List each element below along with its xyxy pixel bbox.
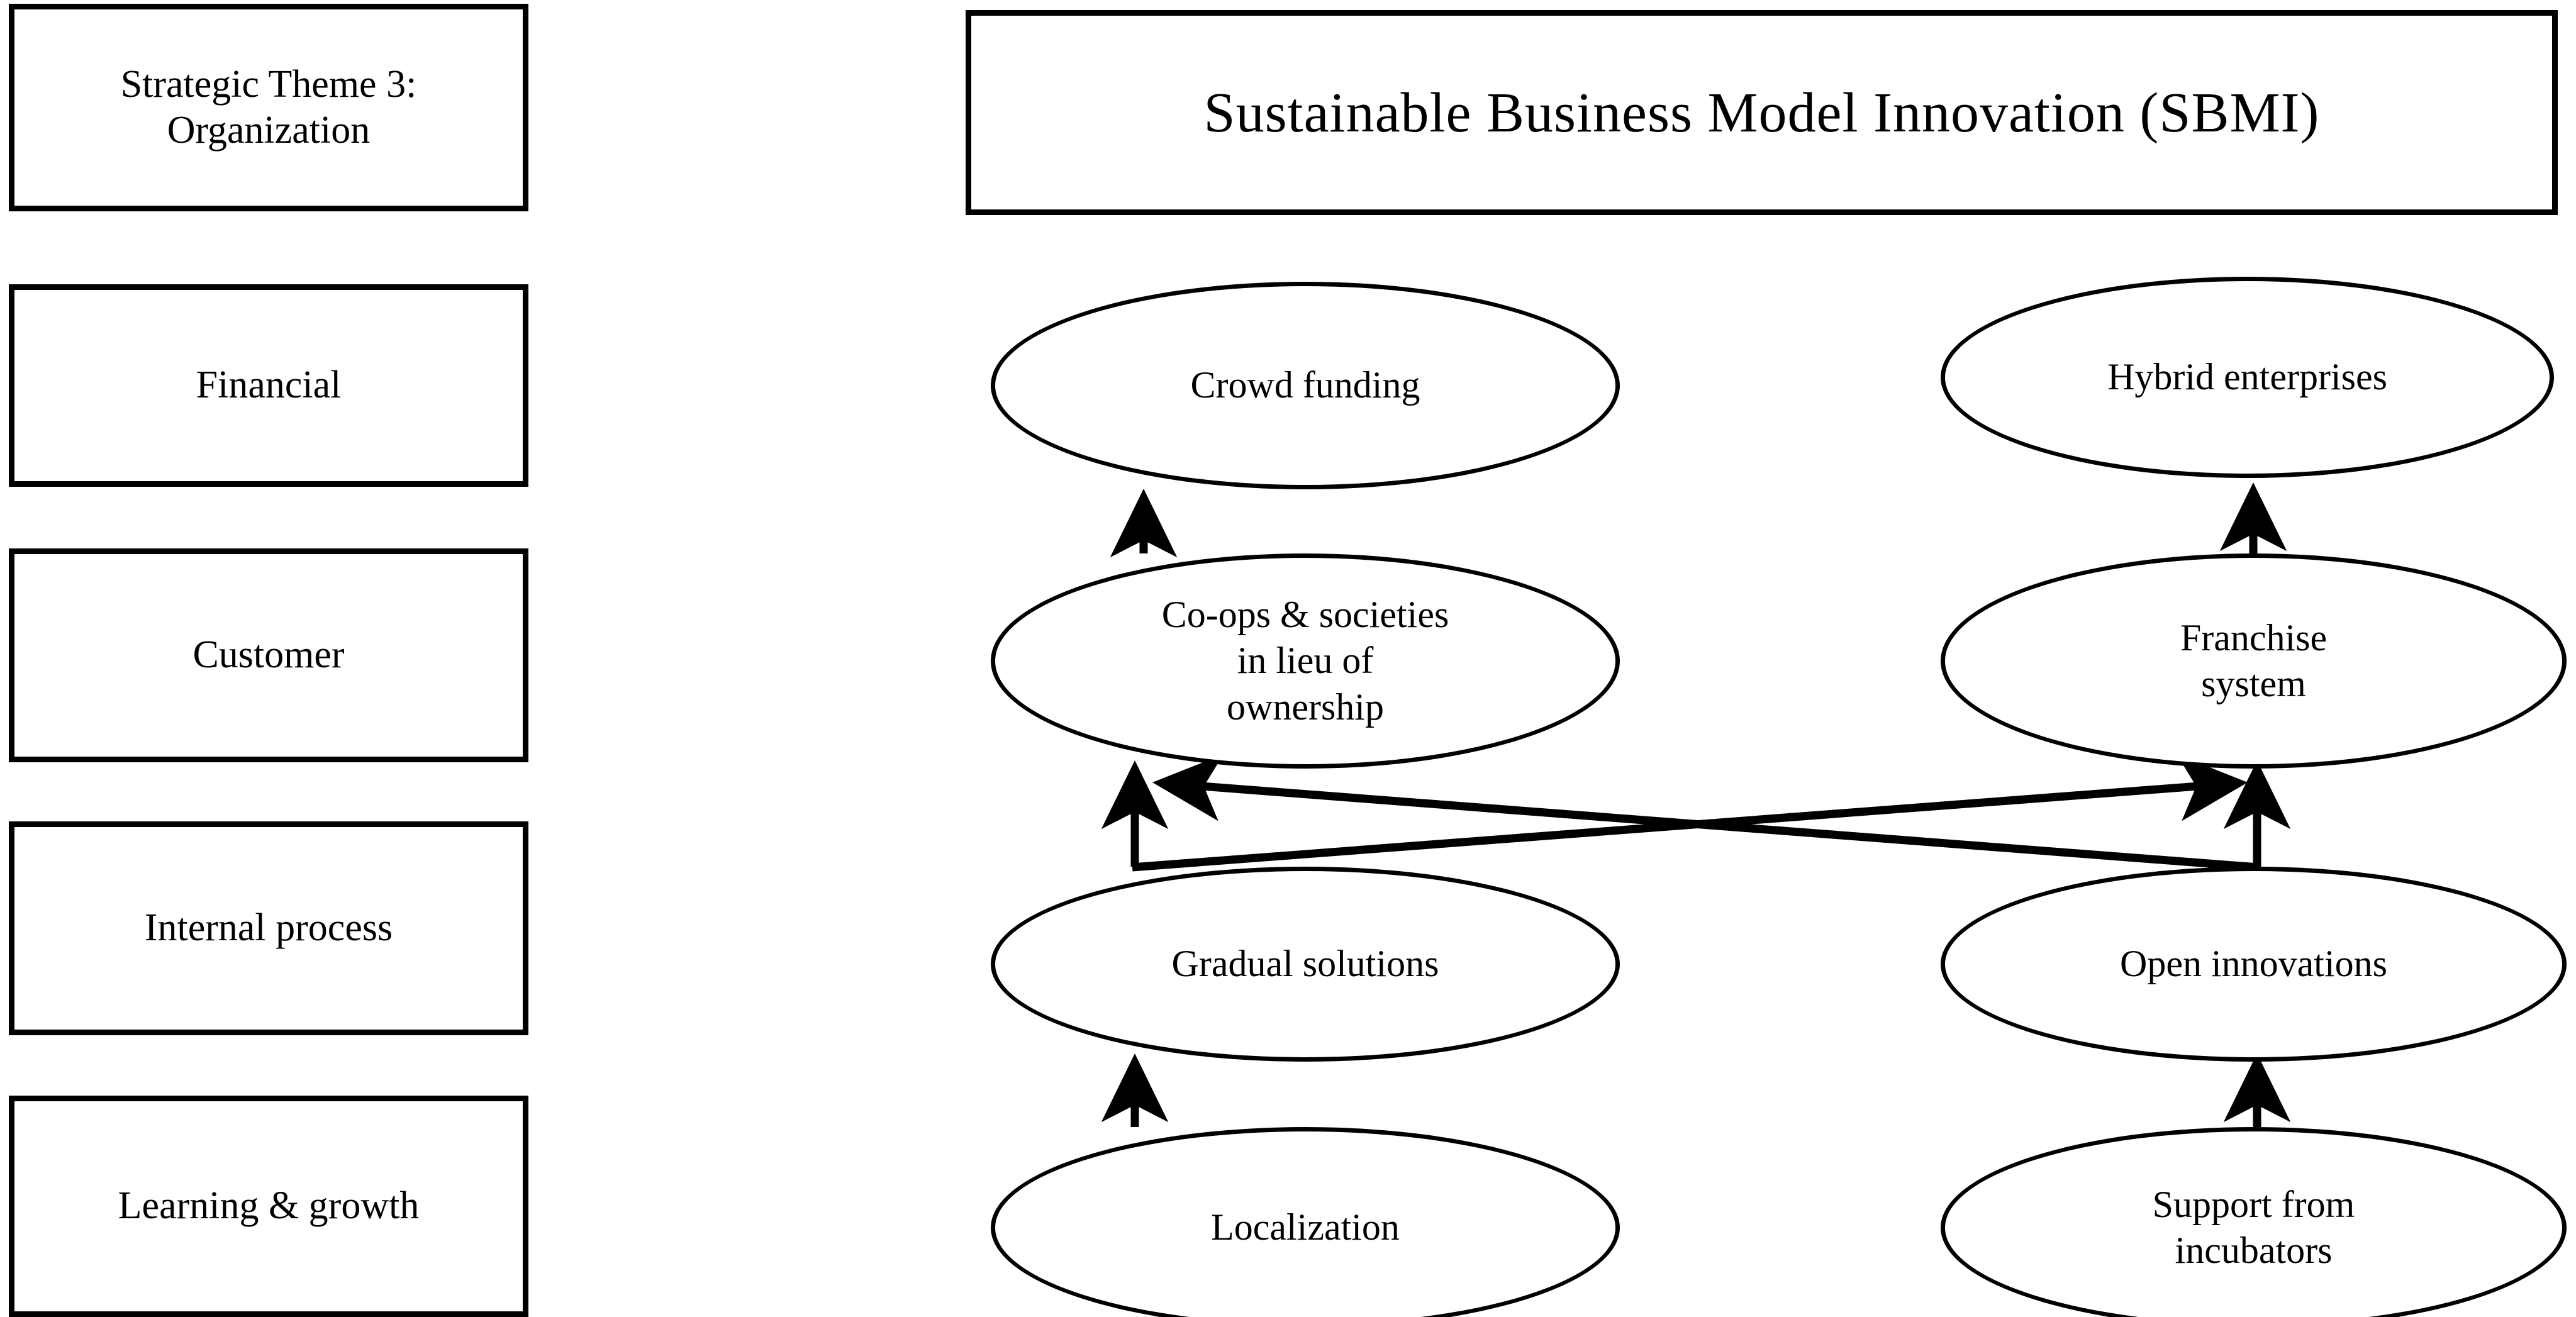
- node-label-coops-societies: Co-ops & societies in lieu of ownership: [1161, 594, 1449, 728]
- node-label-hybrid-enterprises: Hybrid enterprises: [2107, 356, 2387, 398]
- node-support-from-incubators[interactable]: Support from incubators: [1941, 1127, 2567, 1317]
- edge-gradual-to-franchise-diagonal: [1132, 754, 2248, 872]
- node-gradual-solutions[interactable]: Gradual solutions: [991, 867, 1620, 1062]
- node-franchise-system[interactable]: Franchise system: [1941, 553, 2567, 769]
- node-label-crowd-funding: Crowd funding: [1190, 364, 1420, 406]
- banner-title: Sustainable Business Model Innovation (S…: [966, 10, 2558, 215]
- node-coops-societies[interactable]: Co-ops & societies in lieu of ownership: [991, 553, 1620, 769]
- perspective-box-strategic-theme: Strategic Theme 3: Organization: [9, 4, 528, 211]
- node-crowd-funding[interactable]: Crowd funding: [991, 282, 1620, 489]
- perspective-label-financial: Financial: [196, 364, 342, 407]
- perspective-label-strategic-theme: Strategic Theme 3: Organization: [120, 62, 417, 152]
- node-label-gradual-solutions: Gradual solutions: [1171, 943, 1439, 985]
- perspective-box-financial: Financial: [9, 284, 528, 487]
- node-open-innovations[interactable]: Open innovations: [1941, 867, 2567, 1062]
- perspective-box-internal-process: Internal process: [9, 821, 528, 1035]
- node-label-support-from-incubators: Support from incubators: [2152, 1183, 2355, 1271]
- perspective-box-customer: Customer: [9, 548, 528, 762]
- node-label-localization: Localization: [1211, 1206, 1400, 1248]
- perspective-label-learning-growth: Learning & growth: [118, 1184, 420, 1228]
- node-hybrid-enterprises[interactable]: Hybrid enterprises: [1941, 277, 2554, 478]
- node-localization[interactable]: Localization: [991, 1127, 1620, 1317]
- perspective-label-customer: Customer: [192, 633, 345, 677]
- perspective-box-learning-growth: Learning & growth: [9, 1096, 528, 1317]
- edge-open-to-coops-diagonal: [1152, 754, 2259, 872]
- banner-title-text: Sustainable Business Model Innovation (S…: [1203, 81, 2320, 144]
- node-label-franchise-system: Franchise system: [2180, 616, 2328, 704]
- node-label-open-innovations: Open innovations: [2120, 943, 2387, 985]
- perspective-label-internal-process: Internal process: [144, 906, 393, 950]
